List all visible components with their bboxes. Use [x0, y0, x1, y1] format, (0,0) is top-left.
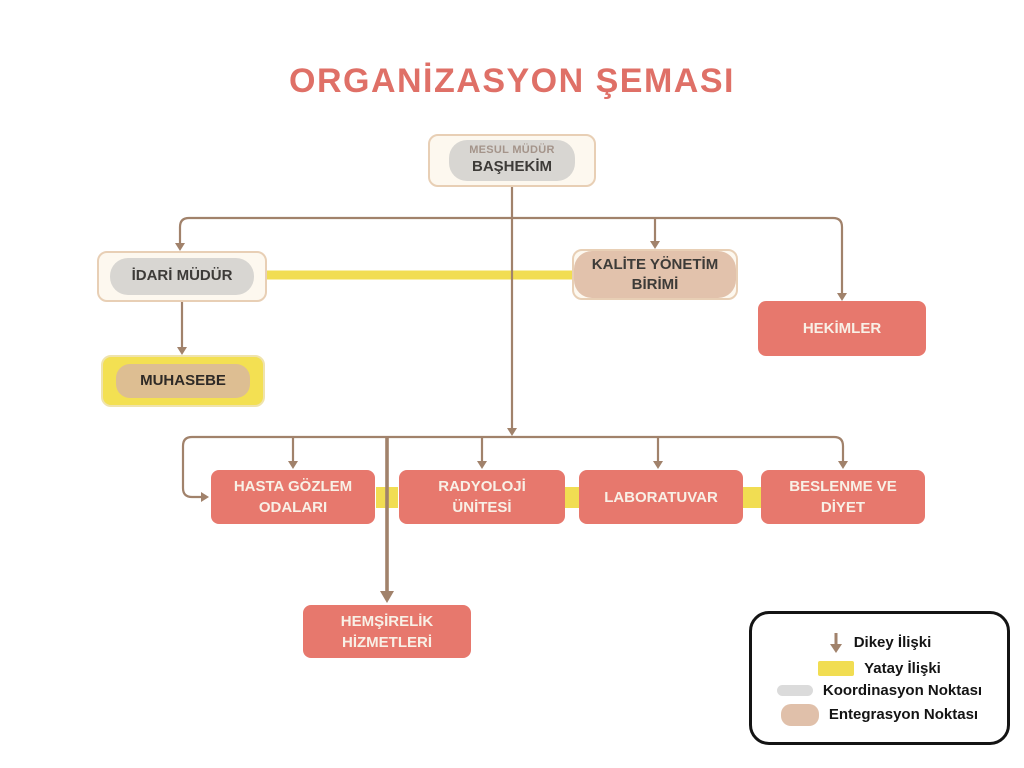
node-kalite-yonetim: KALİTE YÖNETİM BİRİMİ: [572, 249, 738, 300]
node-beslenme: BESLENME VE DİYET: [761, 470, 925, 524]
arrowhead-radyoloji: [477, 461, 487, 469]
legend-label-entegrasyon: Entegrasyon Noktası: [828, 706, 979, 723]
legend-label-koordinasyon: Koordinasyon Noktası: [822, 681, 983, 699]
line-level1-bus: [178, 216, 844, 294]
legend-row-yatay: Yatay İlişki: [758, 660, 1001, 677]
legend-label-dikey: Dikey İlişki: [853, 634, 932, 651]
node-radyoloji: RADYOLOJİ ÜNİTESİ: [399, 470, 565, 524]
node-radyoloji-label: RADYOLOJİ ÜNİTESİ: [438, 478, 526, 516]
arrowhead-beslenme: [838, 461, 848, 469]
arrowhead-trunk: [507, 428, 517, 436]
integration-pill: KALİTE YÖNETİM BİRİMİ: [574, 251, 736, 298]
node-hasta-gozlem: HASTA GÖZLEM ODALARI: [211, 470, 375, 524]
node-beslenme-label: BESLENME VE DİYET: [789, 478, 897, 516]
arrowhead-laboratuvar: [653, 461, 663, 469]
node-bashekim: MESUL MÜDÜR BAŞHEKİM: [428, 134, 596, 187]
line-level2-bus: [181, 435, 845, 499]
arrowhead-hasta-left: [201, 492, 209, 502]
arrowhead-kalite: [650, 241, 660, 249]
node-hekimler-label: HEKİMLER: [802, 320, 882, 337]
node-hemsirelik: HEMŞİRELİK HİZMETLERİ: [303, 605, 471, 658]
legend-row-koordinasyon: Koordinasyon Noktası: [758, 682, 1001, 699]
coordination-pill: MESUL MÜDÜR BAŞHEKİM: [449, 140, 575, 181]
legend-row-entegrasyon: Entegrasyon Noktası: [758, 703, 1001, 726]
node-muhasebe: MUHASEBE: [101, 355, 265, 407]
node-laboratuvar-label: LABORATUVAR: [604, 488, 718, 506]
yatay-junction-2: [561, 487, 583, 508]
arrowhead-hekimler: [837, 293, 847, 301]
integration-pill: MUHASEBE: [116, 363, 250, 399]
legend-label-yatay: Yatay İlişki: [864, 659, 941, 677]
yellow-bar-icon: [818, 660, 855, 676]
node-hekimler: HEKİMLER: [758, 301, 926, 356]
legend-row-dikey: Dikey İlişki: [758, 631, 1001, 655]
legend: Dikey İlişki Yatay İlişki Koordinasyon N…: [749, 611, 1010, 745]
yatay-junction-3: [741, 487, 763, 508]
arrowhead-hemsirelik: [380, 591, 394, 603]
arrowhead-hasta-top: [288, 461, 298, 469]
node-bashekim-tag: MESUL MÜDÜR: [469, 144, 555, 157]
node-hemsirelik-label: HEMŞİRELİK HİZMETLERİ: [340, 612, 434, 651]
node-laboratuvar: LABORATUVAR: [579, 470, 743, 524]
node-kalite-label: KALİTE YÖNETİM BİRİMİ: [591, 256, 719, 293]
node-idari-label: İDARİ MÜDÜR: [131, 267, 233, 285]
peach-pill-icon: [780, 703, 819, 726]
node-bashekim-label: BAŞHEKİM: [471, 158, 552, 175]
coordination-pill: İDARİ MÜDÜR: [109, 258, 255, 295]
page-title: ORGANİZASYON ŞEMASI: [289, 62, 735, 100]
gray-pill-icon: [776, 684, 813, 696]
arrowhead-muhasebe: [177, 347, 187, 355]
node-muhasebe-label: MUHASEBE: [140, 371, 226, 389]
arrow-down-icon: [829, 632, 842, 653]
node-hasta-gozlem-label: HASTA GÖZLEM ODALARI: [233, 478, 353, 516]
node-idari-mudur: İDARİ MÜDÜR: [97, 251, 267, 302]
arrowhead-idari: [175, 243, 185, 251]
